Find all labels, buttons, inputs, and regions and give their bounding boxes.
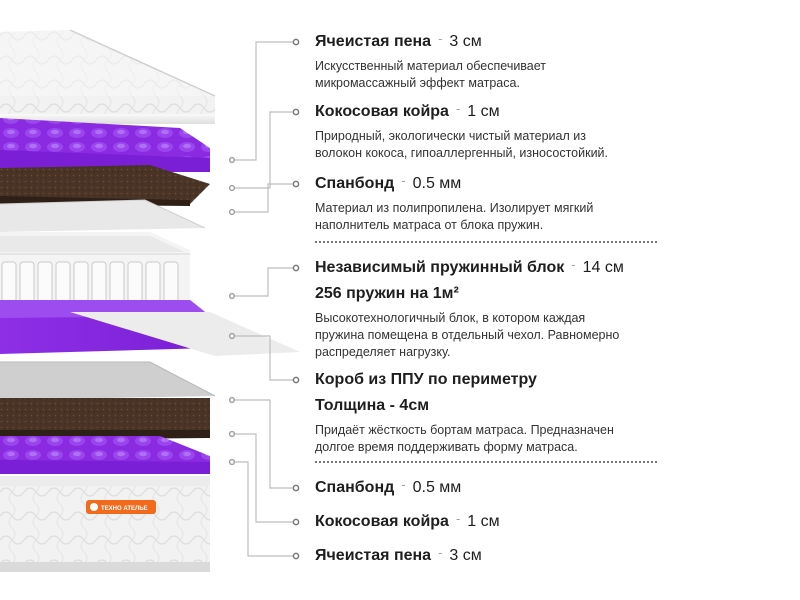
layer-name: Спанбонд bbox=[315, 175, 395, 192]
layer-title: Независимый пружинный блок-14 см bbox=[315, 257, 785, 278]
layer-value: 3 см bbox=[449, 547, 482, 564]
layer-separator: - bbox=[571, 257, 576, 272]
layer-name: Ячеистая пена bbox=[315, 33, 432, 50]
layer-description: Придаёт жёсткость бортам матраса. Предна… bbox=[315, 422, 785, 456]
layer-name: Кокосовая койра bbox=[315, 103, 449, 120]
layer-info-5: Короб из ППУ по периметру Толщина - 4см … bbox=[315, 370, 785, 456]
description-line: Природный, экологически чистый материал … bbox=[315, 129, 586, 143]
layer-value: 1 см bbox=[467, 513, 500, 530]
layer-value: 0.5 мм bbox=[412, 479, 462, 496]
spunbond-bottom-layer bbox=[0, 361, 216, 400]
layer-title: Кокосовая койра-1 см bbox=[315, 101, 785, 122]
layer-name: Ячеистая пена bbox=[315, 547, 432, 564]
egg-foam-top-layer bbox=[0, 118, 210, 172]
spring-block-layer bbox=[0, 232, 190, 312]
dotted-divider-2 bbox=[315, 461, 657, 463]
layer-value: 1 см bbox=[467, 103, 500, 120]
description-line: микромассажный эффект матраса. bbox=[315, 76, 520, 90]
layer-info-1: Ячеистая пена-3 см Искусственный материа… bbox=[315, 31, 785, 92]
layer-description: Материал из полипропилена. Изолирует мяг… bbox=[315, 200, 785, 234]
egg-foam-bottom-layer bbox=[0, 436, 210, 474]
layer-title: Ячеистая пена-3 см bbox=[315, 545, 785, 566]
layer-info-2: Кокосовая койра-1 см Природный, экологич… bbox=[315, 101, 785, 162]
layer-info-8: Ячеистая пена-3 см bbox=[315, 545, 785, 566]
layer-title: Ячеистая пена-3 см bbox=[315, 31, 785, 52]
layer-separator: - bbox=[401, 477, 406, 492]
layer-separator: - bbox=[438, 31, 443, 46]
layer-description: Искусственный материал обеспечивает микр… bbox=[315, 58, 785, 92]
brand-tag: ТЕХНО АТЕЛЬЕ bbox=[86, 500, 156, 514]
layer-name: Независимый пружинный блок bbox=[315, 259, 565, 276]
layer-info-6: Спанбонд-0.5 мм bbox=[315, 477, 785, 498]
layer-separator: - bbox=[401, 173, 406, 188]
layer-subtitle: 256 пружин на 1м² bbox=[315, 285, 459, 302]
brand-label: ТЕХНО АТЕЛЬЕ bbox=[101, 506, 148, 512]
description-line: наполнитель матраса от блока пружин. bbox=[315, 218, 544, 232]
description-line: Высокотехнологичный блок, в котором кажд… bbox=[315, 311, 586, 325]
description-line: Материал из полипропилена. Изолирует мяг… bbox=[315, 201, 594, 215]
layer-name: Кокосовая койра bbox=[315, 513, 449, 530]
layer-info-3: Спанбонд-0.5 мм Материал из полипропилен… bbox=[315, 173, 785, 234]
layer-description: Высокотехнологичный блок, в котором кажд… bbox=[315, 310, 785, 361]
spunbond-top-layer bbox=[0, 199, 206, 232]
description-line: волокон кокоса, гипоаллергенный, износос… bbox=[315, 146, 609, 160]
description-line: распределяет нагрузку. bbox=[315, 345, 451, 359]
dotted-divider-1 bbox=[315, 241, 657, 243]
layer-value: 3 см bbox=[449, 33, 482, 50]
layer-name: Спанбонд bbox=[315, 479, 395, 496]
layer-title: Спанбонд-0.5 мм bbox=[315, 477, 785, 498]
description-line: Придаёт жёсткость бортам матраса. Предна… bbox=[315, 423, 614, 437]
layer-title: Спанбонд-0.5 мм bbox=[315, 173, 785, 194]
layer-description: Природный, экологически чистый материал … bbox=[315, 128, 785, 162]
layer-title: Кокосовая койра-1 см bbox=[315, 511, 785, 532]
description-line: Искусственный материал обеспечивает bbox=[315, 59, 547, 73]
layer-separator: - bbox=[438, 545, 443, 560]
layer-separator: - bbox=[455, 101, 461, 116]
layer-title: Короб из ППУ по периметру bbox=[315, 371, 537, 388]
layer-separator: - bbox=[455, 511, 461, 526]
layer-info-7: Кокосовая койра-1 см bbox=[315, 511, 785, 532]
bottom-cover-layer bbox=[0, 476, 210, 572]
layer-value: 14 см bbox=[582, 259, 624, 276]
layer-value: 0.5 мм bbox=[412, 175, 462, 192]
coir-bottom-layer bbox=[0, 398, 210, 440]
top-cover-layer bbox=[0, 29, 216, 124]
layer-info-4: Независимый пружинный блок-14 см 256 пру… bbox=[315, 257, 785, 361]
description-line: пружина помещена в отдельный чехол. Равн… bbox=[315, 328, 620, 342]
layer-subtitle: Толщина - 4см bbox=[315, 397, 430, 414]
description-line: долгое время поддерживать форму матраса. bbox=[315, 440, 578, 454]
